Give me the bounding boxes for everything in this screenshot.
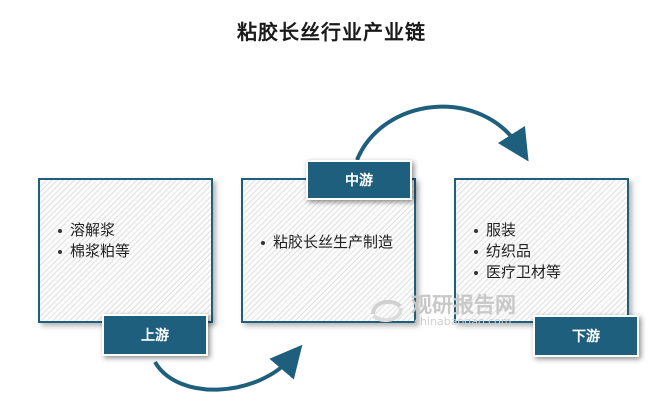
downstream-item: 纺织品 [472, 241, 627, 262]
downstream-item: 服装 [472, 220, 627, 241]
upstream-item: 棉浆粕等 [56, 241, 211, 262]
arrow-midstream-to-downstream [355, 104, 529, 162]
downstream-box: 服装 纺织品 医疗卫材等 [454, 178, 629, 323]
upstream-label: 上游 [102, 314, 208, 356]
watermark-brand: 观研报告网 [411, 293, 516, 317]
upstream-box: 溶解浆 棉浆粕等 [38, 178, 213, 323]
midstream-item: 粘胶长丝生产制造 [259, 232, 406, 253]
downstream-item: 医疗卫材等 [472, 262, 627, 283]
logo-swirl-icon [371, 299, 403, 323]
watermark-url: chinabaogao.com [414, 315, 512, 328]
upstream-item: 溶解浆 [56, 220, 211, 241]
midstream-list: 粘胶长丝生产制造 [259, 232, 406, 253]
upstream-list: 溶解浆 棉浆粕等 [56, 220, 211, 262]
arrow-upstream-to-midstream [153, 344, 303, 392]
diagram-title: 粘胶长丝行业产业链 [237, 20, 426, 44]
downstream-label: 下游 [533, 315, 639, 357]
downstream-list: 服装 纺织品 医疗卫材等 [472, 220, 627, 283]
midstream-label: 中游 [306, 160, 412, 200]
